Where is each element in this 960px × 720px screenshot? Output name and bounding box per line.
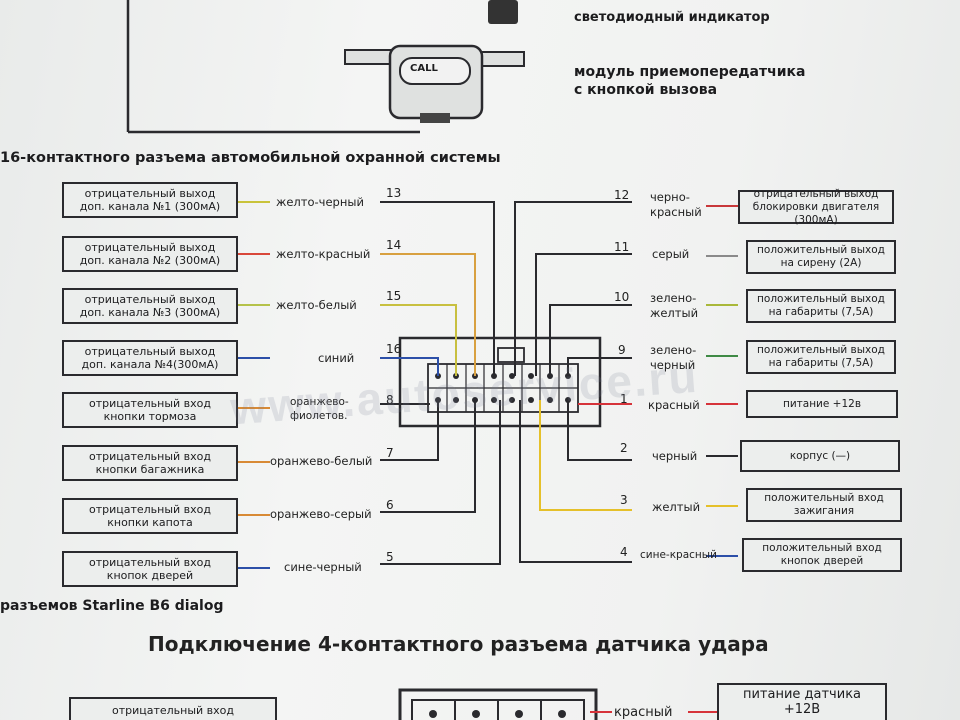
box-line2: на габариты (7,5А) bbox=[768, 357, 874, 369]
box-line2: доп. канала №2 (300мА) bbox=[79, 254, 221, 267]
box-line2: зажигания bbox=[793, 505, 855, 517]
module-label-line2: с кнопкой вызова bbox=[574, 82, 718, 98]
wire-label-line1: зелено- bbox=[650, 343, 697, 357]
pin-number-10: 10 bbox=[614, 290, 630, 304]
box-line1: отрицательный выход bbox=[84, 241, 216, 254]
left-box-pin6: отрицательный вход кнопки капота bbox=[62, 498, 238, 534]
pin-number-2: 2 bbox=[620, 441, 628, 455]
wire-label-pin3: желтый bbox=[652, 500, 701, 514]
sensor-power-box: питание датчика +12В bbox=[718, 687, 886, 717]
pin-number-15: 15 bbox=[386, 289, 402, 303]
box-line1: отрицательный выход bbox=[84, 187, 216, 200]
left-box-pin8: отрицательный вход кнопки тормоза bbox=[62, 392, 238, 428]
wire-label-pin16: синий bbox=[318, 351, 355, 365]
box-line2: доп. канала №3 (300мА) bbox=[79, 306, 221, 319]
pin-number-7: 7 bbox=[386, 446, 394, 460]
box-line1: корпус (—) bbox=[789, 449, 851, 462]
wire-label-pin14: желто-красный bbox=[276, 247, 371, 261]
wire-label-line2: красный bbox=[650, 205, 702, 219]
left-box-pin13: отрицательный выход доп. канала №1 (300м… bbox=[62, 182, 238, 218]
pin-number-3: 3 bbox=[620, 493, 628, 507]
wire-label-pin11: серый bbox=[652, 247, 690, 261]
box-line1: отрицательный выход bbox=[753, 187, 879, 200]
wire-label-line1: черно- bbox=[650, 190, 690, 204]
wire-label-pin8: оранжево-фиолетов. bbox=[290, 396, 349, 422]
wire-label-pin15: желто-белый bbox=[276, 298, 357, 312]
pin-number-14: 14 bbox=[386, 238, 402, 252]
wire-label-pin5: сине-черный bbox=[284, 560, 362, 574]
module-label-line1: модуль приемопередатчика bbox=[574, 64, 806, 80]
section-title: 16-контактного разъема автомобильной охр… bbox=[0, 150, 501, 166]
connector-caption: разъемов Starline B6 dialog bbox=[0, 598, 224, 614]
pin-number-12: 12 bbox=[614, 188, 630, 202]
pin-number-4: 4 bbox=[620, 545, 628, 559]
box-line1: отрицательный выход bbox=[84, 293, 216, 306]
wire-label-pin2: черный bbox=[652, 449, 698, 463]
right-box-pin9: положительный выход на габариты (7,5А) bbox=[746, 340, 896, 374]
left-box-pin14: отрицательный выход доп. канала №2 (300м… bbox=[62, 236, 238, 272]
pin-number-6: 6 bbox=[386, 498, 394, 512]
wire-label-line2: черный bbox=[650, 358, 696, 372]
wire-label-pin1: красный bbox=[648, 398, 700, 412]
box-line2: на сирену (2А) bbox=[780, 257, 862, 269]
box-line1: отрицательный выход bbox=[84, 345, 216, 358]
box-line2: на габариты (7,5А) bbox=[768, 306, 874, 318]
pin-number-1: 1 bbox=[620, 392, 628, 406]
box-line1: положительный вход bbox=[764, 492, 884, 504]
wire-label-line1: зелено- bbox=[650, 291, 697, 305]
wire-label-line2: желтый bbox=[650, 306, 699, 320]
sensor-power-line1: питание датчика bbox=[742, 687, 862, 702]
pin-number-8: 8 bbox=[386, 393, 394, 407]
right-box-pin10: положительный выход на габариты (7,5А) bbox=[746, 289, 896, 323]
box-line1: отрицательный вход bbox=[88, 556, 212, 569]
box-line1: питание +12в bbox=[782, 397, 862, 410]
box-line1: положительный вход bbox=[762, 542, 882, 554]
box-line2: кнопки тормоза bbox=[103, 410, 197, 423]
box-line2: доп. канала №4(300мА) bbox=[81, 358, 219, 371]
pin-number-13: 13 bbox=[386, 186, 402, 200]
wire-label-pin4: сине-красный bbox=[640, 549, 717, 561]
right-box-pin11: положительный выход на сирену (2А) bbox=[746, 240, 896, 274]
wire-label-pin12: черно- красный bbox=[650, 190, 702, 220]
pin-number-11: 11 bbox=[614, 240, 630, 254]
led-indicator-label: светодиодный индикатор bbox=[574, 10, 770, 25]
sensor-left-box: отрицательный вход bbox=[111, 704, 235, 717]
box-line1: отрицательный вход bbox=[88, 503, 212, 516]
sensor-wire-label: красный bbox=[614, 705, 673, 720]
left-box-pin16: отрицательный выход доп. канала №4(300мА… bbox=[62, 340, 238, 376]
right-box-pin4: положительный вход кнопок дверей bbox=[742, 538, 902, 572]
pin-number-5: 5 bbox=[386, 550, 394, 564]
box-line2: кнопок дверей bbox=[780, 555, 864, 567]
box-line1: положительный выход bbox=[757, 293, 885, 305]
box-line1: отрицательный вход bbox=[88, 450, 212, 463]
box-line2: кнопки капота bbox=[107, 516, 193, 529]
left-box-pin15: отрицательный выход доп. канала №3 (300м… bbox=[62, 288, 238, 324]
left-box-pin7: отрицательный вход кнопки багажника bbox=[62, 445, 238, 481]
pin-number-9: 9 bbox=[618, 343, 626, 357]
right-box-pin3: положительный вход зажигания bbox=[746, 488, 902, 522]
right-box-pin12: отрицательный выход блокировки двигателя… bbox=[738, 187, 894, 226]
box-line1: положительный выход bbox=[757, 244, 885, 256]
right-box-pin2: корпус (—) bbox=[740, 440, 900, 472]
box-line1: положительный выход bbox=[757, 344, 885, 356]
wire-label-pin7: оранжево-белый bbox=[270, 454, 373, 468]
sensor-power-line2: +12В bbox=[783, 702, 821, 717]
box-line1: отрицательный вход bbox=[88, 397, 212, 410]
box-line2: кнопок дверей bbox=[106, 569, 194, 582]
box-line2: кнопки багажника bbox=[95, 463, 205, 476]
right-box-pin1: питание +12в bbox=[746, 390, 898, 418]
wire-label-pin13: желто-черный bbox=[276, 195, 364, 209]
pin-number-16: 16 bbox=[386, 342, 402, 356]
bottom-section-title: Подключение 4-контактного разъема датчик… bbox=[148, 632, 769, 656]
box-line2: доп. канала №1 (300мА) bbox=[79, 200, 221, 213]
box-line2: блокировки двигателя (300мА) bbox=[752, 200, 880, 226]
wire-label-pin9: зелено- черный bbox=[650, 343, 696, 373]
call-button-label: CALL bbox=[410, 63, 438, 74]
wire-label-pin10: зелено- желтый bbox=[650, 291, 698, 321]
wire-label-pin6: оранжево-серый bbox=[270, 507, 372, 521]
left-box-pin5: отрицательный вход кнопок дверей bbox=[62, 551, 238, 587]
